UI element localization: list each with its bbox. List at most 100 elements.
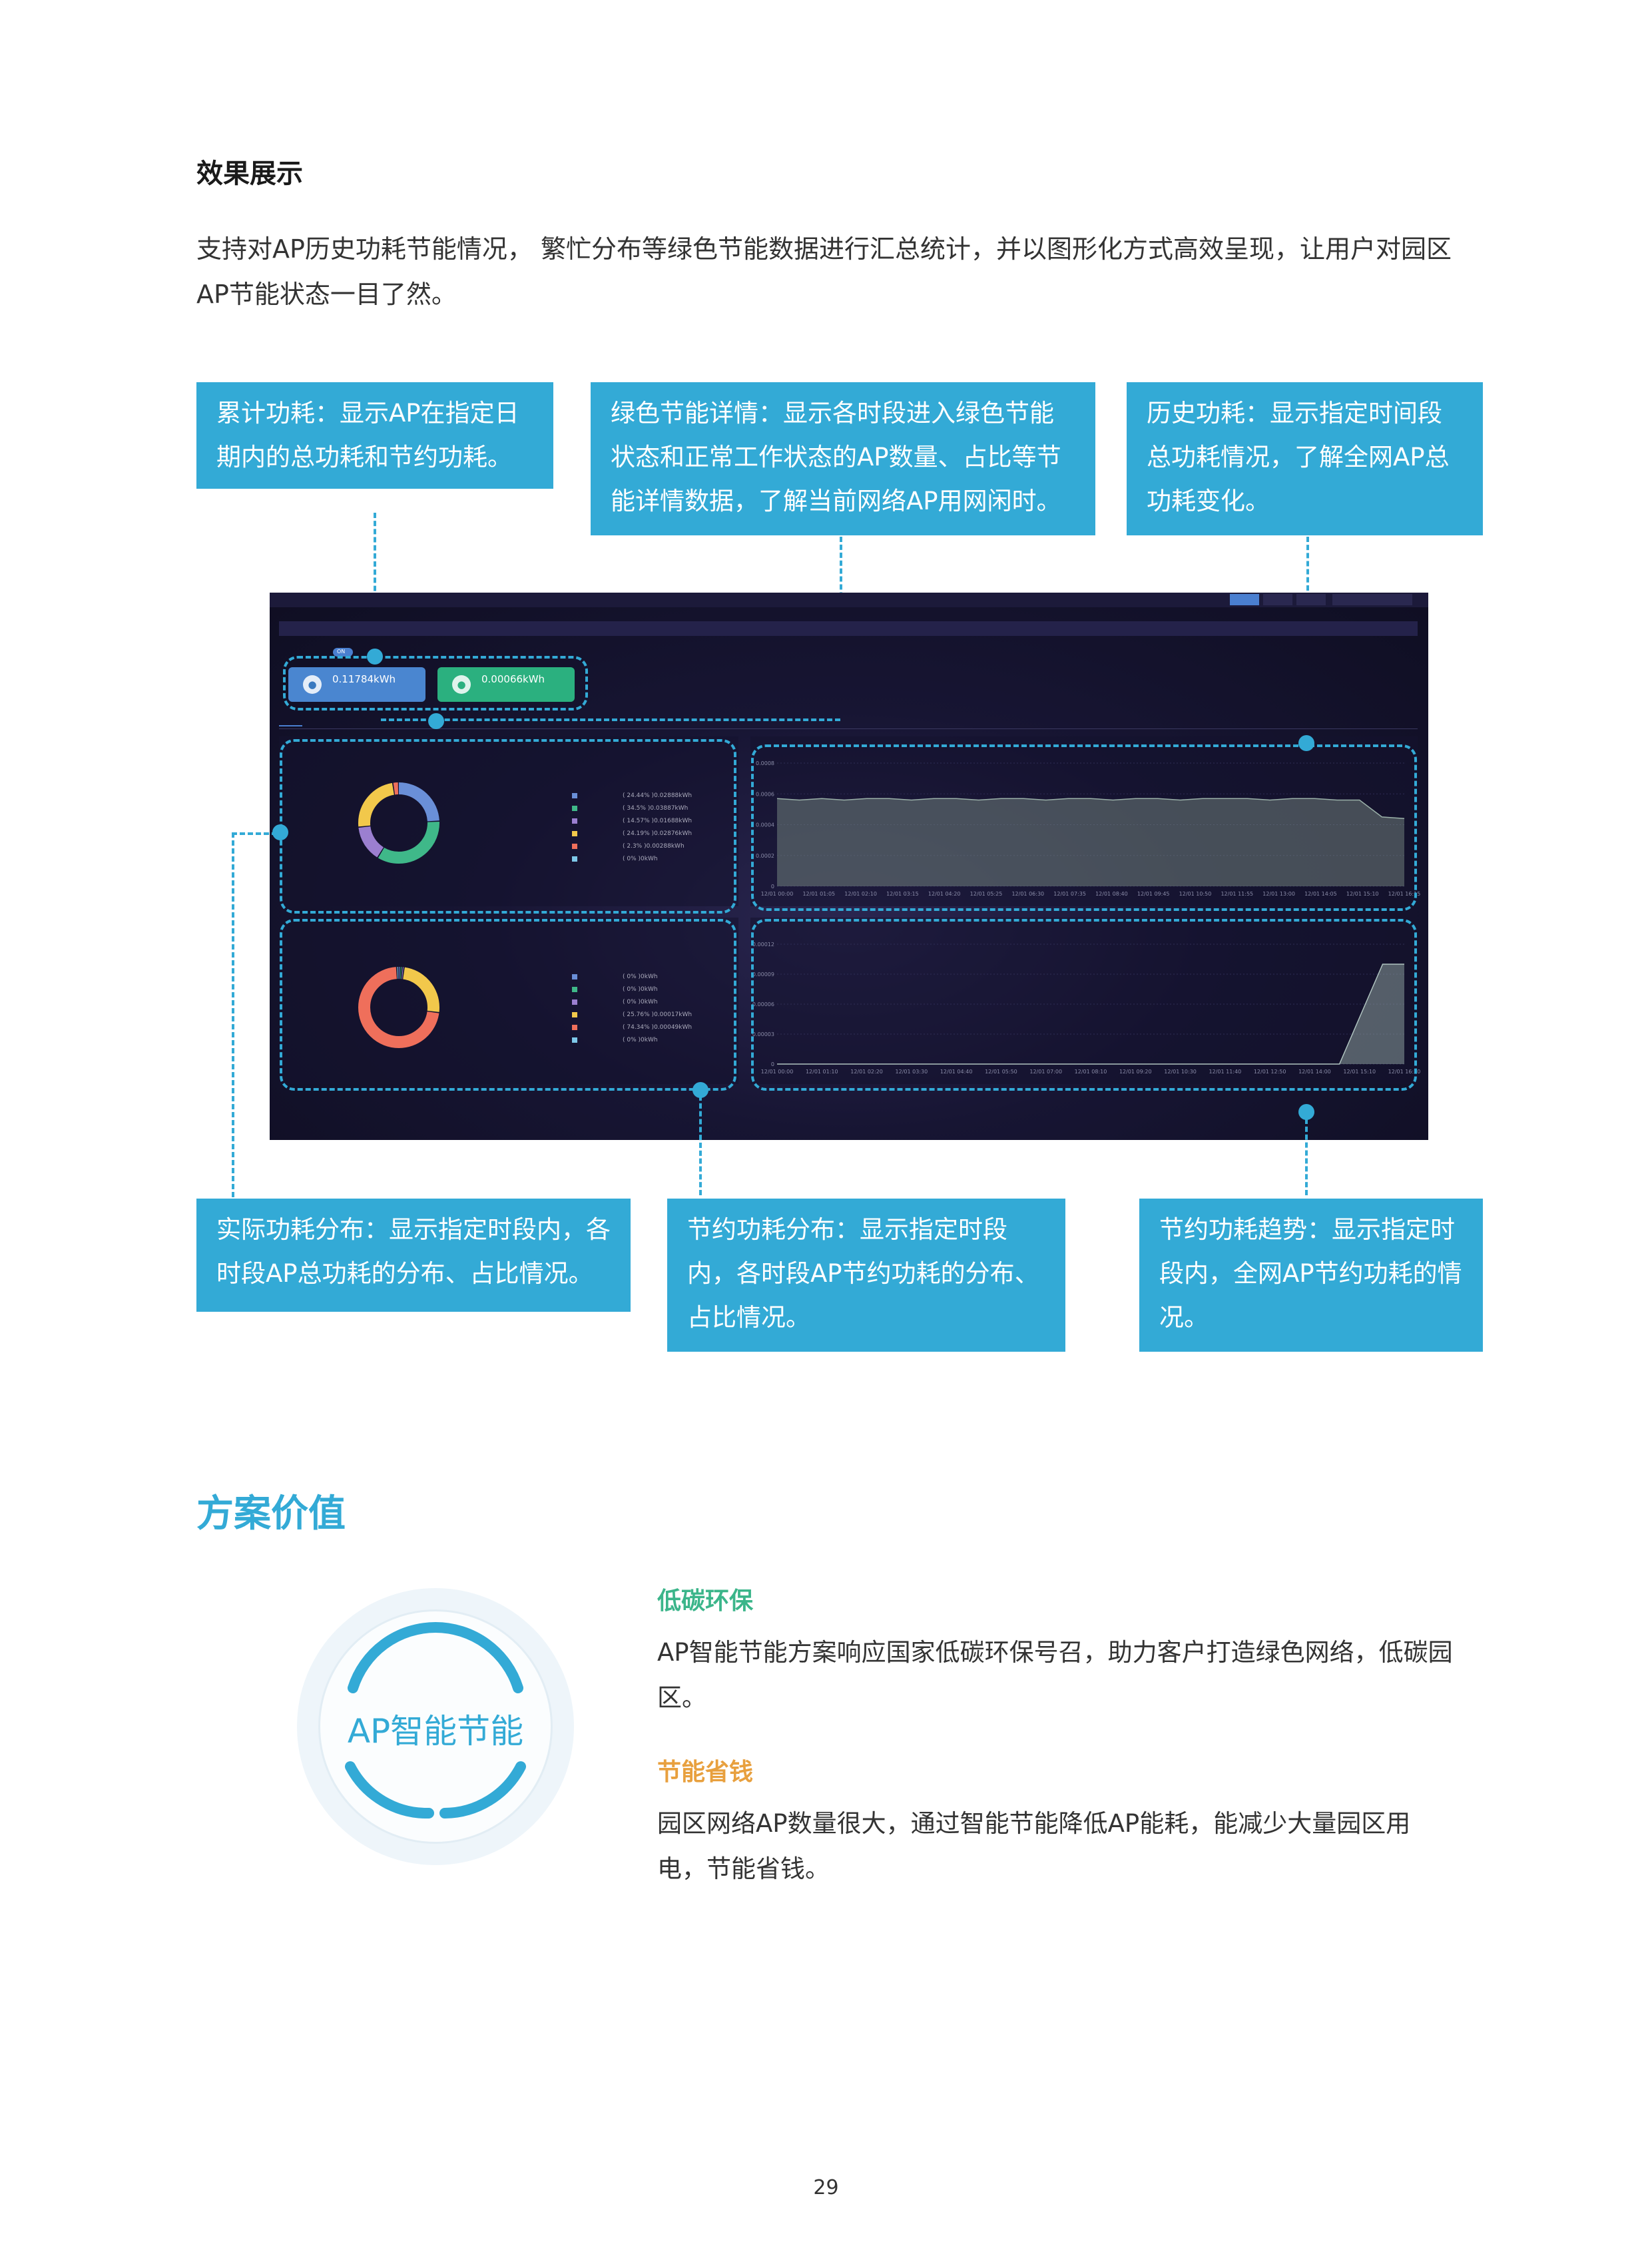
highlight-box-history [751,744,1417,911]
legend-percent: ( 0% ) [623,986,641,993]
legend-row: ( 74.34% ) 0.00049kWh [572,1021,692,1034]
highlight-box-actual [280,739,736,914]
total-power-value: 0.11784kWh [332,673,396,685]
legend-row: ( 0% ) 0kWh [572,983,692,996]
connector-line [232,832,277,835]
saving-donut-legend: ( 0% ) 0kWh( 0% ) 0kWh( 0% ) 0kWh( 25.76… [572,971,692,1047]
legend-swatch [572,999,577,1005]
dashboard-screenshot: ON ● 0.11784kWh ● 0.00066kWh ( 24.44% ) … [270,593,1428,1140]
value-item-text-saving: 园区网络AP数量很大，通过智能节能降低AP能耗，能减少大量园区用电，节能省钱。 [657,1809,1411,1883]
callout-history: 历史功耗：显示指定时间段总功耗情况，了解全网AP总功耗变化。 [1127,382,1483,535]
legend-value: 0.00049kWh [654,1024,692,1031]
history-chart-xtick: 12/01 01:05 [802,891,835,897]
section-title-value: 方案价值 [196,1492,346,1536]
legend-value: 0.03887kWh [650,805,688,812]
connector-line [1305,1119,1308,1195]
connector-dot [367,649,383,665]
saving-donut-slice [358,967,439,1048]
legend-percent: ( 2.3% ) [623,843,647,850]
history-chart-xtick: 12/01 07:35 [1053,891,1086,897]
dashboard-top-button[interactable] [1263,594,1292,605]
saving-chart-line [777,964,1404,1065]
saved-power-value: 0.00066kWh [481,673,545,685]
saving-chart-xtick: 12/01 11:40 [1209,1069,1242,1075]
logo-text: AP智能节能 [347,1712,524,1751]
history-chart-xtick: 12/01 15:10 [1346,891,1379,897]
saving-chart-xtick: 12/01 07:00 [1029,1069,1062,1075]
highlight-box-trend [751,919,1417,1091]
history-chart-xtick: 12/01 16:15 [1388,891,1421,897]
page-number: 29 [813,2176,839,2199]
legend-swatch [572,830,577,836]
history-chart-xtick: 12/01 11:55 [1221,891,1253,897]
highlight-box-cards [283,656,588,710]
history-chart-ytick: 0 [771,884,774,890]
dashboard-top-button[interactable] [1332,594,1412,605]
legend-percent: ( 14.57% ) [623,818,655,824]
actual-donut-slice [358,782,439,864]
saving-chart-xtick: 12/01 01:10 [806,1069,838,1075]
legend-value: 0kWh [641,856,658,862]
saving-donut-slice [358,967,439,1048]
connector-line [232,832,234,1197]
saving-chart-xtick: 12/01 02:20 [850,1069,883,1075]
legend-row: ( 24.44% ) 0.02888kWh [572,790,692,802]
legend-value: 0kWh [641,999,658,1005]
saving-chart-xtick: 12/01 08:10 [1075,1069,1107,1075]
legend-percent: ( 24.44% ) [623,792,655,799]
intro-paragraph: 支持对AP历史功耗节能情况， 繁忙分布等绿色节能数据进行汇总统计，并以图形化方式… [196,234,1452,309]
legend-swatch [572,974,577,980]
dashboard-top-button[interactable] [1296,594,1326,605]
history-chart-area [777,798,1404,886]
saving-chart-xtick: 12/01 14:00 [1298,1069,1331,1075]
saving-chart-ytick: 0.00006 [752,1001,774,1007]
tab-energy-compare[interactable] [322,714,345,725]
saving-chart-xtick: 12/01 00:00 [761,1069,794,1075]
actual-power-panel: ( 24.44% ) 0.02888kWh( 34.5% ) 0.03887kW… [279,736,738,906]
legend-row: ( 0% ) 0kWh [572,971,692,983]
history-chart-xtick: 12/01 08:40 [1095,891,1128,897]
connector-dot [428,713,444,729]
saving-donut-chart [358,967,439,1048]
dashboard-tabs [279,714,410,726]
saving-chart-ytick: 0.00012 [752,942,774,948]
connector-line [699,1095,702,1195]
saving-power-panel: ( 0% ) 0kWh( 0% ) 0kWh( 0% ) 0kWh( 25.76… [279,918,738,1084]
actual-donut-slice [358,782,439,864]
history-chart-ytick: 0.0004 [756,822,774,828]
legend-row: ( 0% ) 0kWh [572,996,692,1009]
saving-chart-xtick: 12/01 09:20 [1119,1069,1152,1075]
history-chart-ytick: 0.0008 [756,760,774,766]
history-chart-xtick: 12/01 14:05 [1304,891,1337,897]
callout-saving-trend: 节约功耗趋势：显示指定时段内，全网AP节约功耗的情况。 [1139,1199,1483,1352]
total-power-card: ● 0.11784kWh [288,667,425,702]
legend-row: ( 24.19% ) 0.02876kWh [572,828,692,840]
tab-energy-analysis[interactable] [279,714,303,726]
history-chart-xtick: 12/01 05:25 [970,891,1003,897]
legend-row: ( 25.76% ) 0.00017kWh [572,1009,692,1021]
legend-swatch [572,792,577,798]
drop-icon: ● [303,675,322,694]
history-chart-xtick: 12/01 03:15 [886,891,919,897]
saving-chart-ytick: 0.00009 [752,972,774,978]
dashboard-notice-bar [279,621,1418,636]
legend-row: ( 34.5% ) 0.03887kWh [572,802,692,815]
connector-dot [1298,1104,1314,1120]
section-title-effect: 效果展示 [196,158,303,189]
saving-chart-ytick: 0.00003 [752,1031,774,1037]
legend-swatch [572,986,577,992]
saving-donut-slice [358,967,439,1048]
value-item-title-lowcarbon: 低碳环保 [657,1587,754,1615]
legend-swatch [572,1024,577,1030]
actual-donut-legend: ( 24.44% ) 0.02888kWh( 34.5% ) 0.03887kW… [572,790,692,866]
connector-line [381,718,840,721]
actual-donut-slice [358,782,439,864]
green-save-toggle[interactable] [333,648,353,657]
callout-saving-dist: 节约功耗分布：显示指定时段内，各时段AP节约功耗的分布、占比情况。 [667,1199,1065,1352]
history-chart-ytick: 0.0002 [756,853,774,859]
dashboard-top-button[interactable] [1230,594,1259,605]
saving-chart-xtick: 12/01 03:30 [896,1069,928,1075]
